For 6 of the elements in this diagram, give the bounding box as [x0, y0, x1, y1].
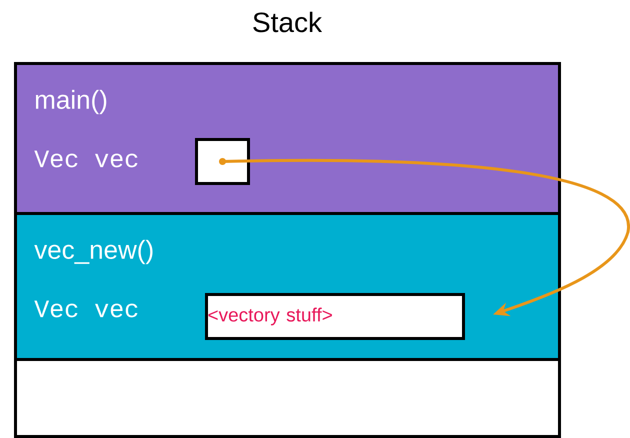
stack-frame: main() Vec vec [14, 62, 561, 215]
empty-frame [14, 358, 561, 438]
title: Stack [253, 12, 322, 32]
arrow [219, 158, 630, 316]
value-box: <vectory stuff> [205, 293, 465, 340]
pointer-box [195, 138, 250, 185]
